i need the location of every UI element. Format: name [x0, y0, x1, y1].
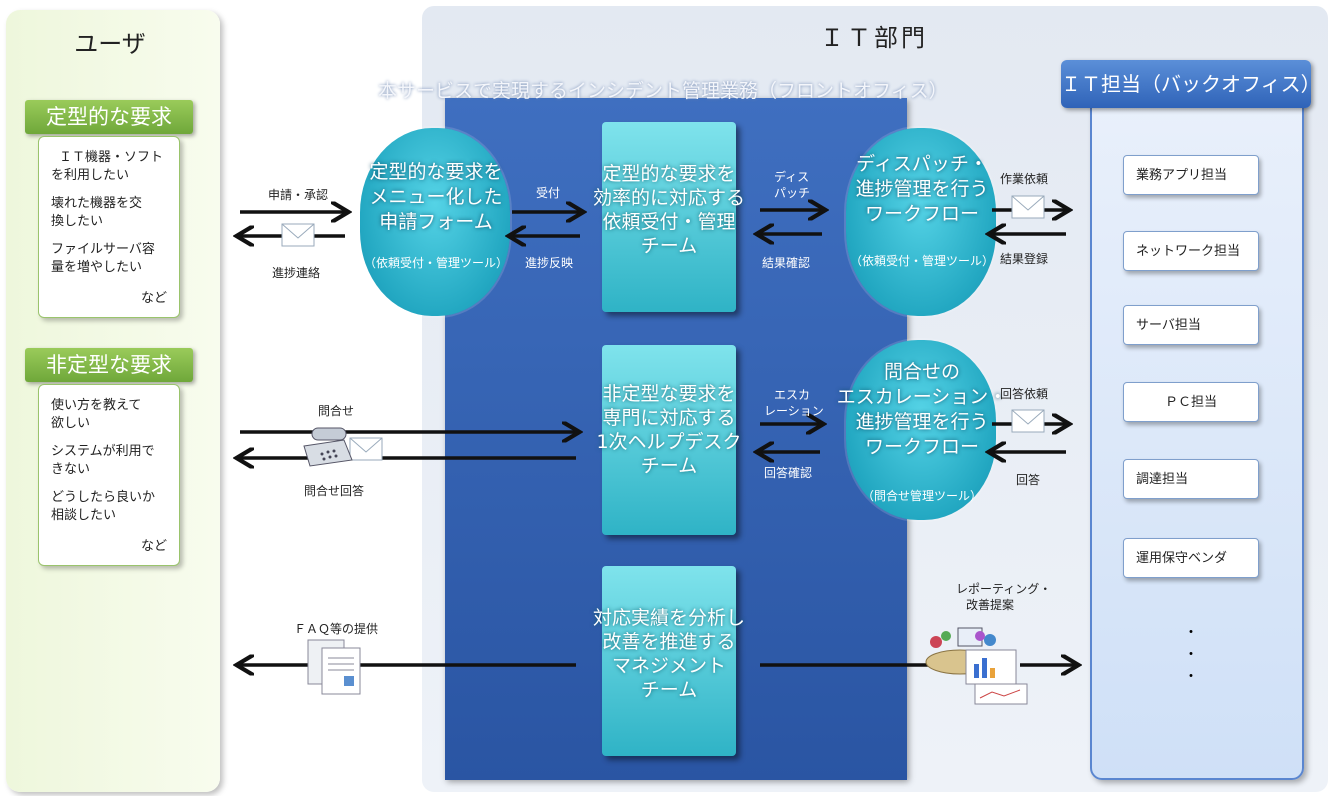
meeting-report-icon — [925, 627, 1028, 705]
label-reporting-1: レポーティング・ — [956, 582, 1052, 596]
label-faq: ＦＡＱ等の提供 — [294, 622, 379, 636]
dispatch-cloud — [846, 128, 996, 316]
dispatch-cloud-text: ディスパッチ・ 進捗管理を行う ワークフロー — [824, 152, 1020, 227]
helpdesk-team-line-4: チーム — [640, 455, 698, 477]
routine-item-3b: 量を増やしたい — [51, 260, 143, 275]
envelope-icon-2 — [1011, 195, 1045, 219]
routine-item-2a: 壊れた機器を交 — [51, 196, 143, 211]
label-escalation-1: エスカ — [774, 388, 811, 402]
label-dispatch-2: パッチ — [774, 186, 811, 200]
request-team-line-1: 定型的な要求を — [602, 163, 736, 185]
label-progress-contact: 進捗連絡 — [272, 266, 321, 280]
envelope-icon-3 — [1011, 409, 1045, 433]
management-team-line-1: 対応実績を分析し — [592, 607, 745, 629]
it-department-title: ＩＴ部門 — [820, 24, 928, 52]
back-item-network: ネットワーク担当 — [1123, 231, 1259, 271]
dispatch-cloud-line-1: ディスパッチ・ — [856, 153, 988, 175]
nonroutine-request-header: 非定型な要求 — [25, 348, 193, 382]
back-office-title: ＩＴ担当（バックオフィス） — [1061, 60, 1321, 108]
label-dispatch-1: ディス — [774, 170, 810, 184]
back-dots-2: ・ — [1184, 647, 1198, 663]
back-office-panel — [1090, 90, 1304, 780]
label-apply: 申請・承認 — [268, 188, 329, 202]
management-team-line-2: 改善を推進する — [602, 631, 736, 653]
label-accept: 受付 — [536, 186, 561, 200]
back-dots-1: ・ — [1184, 625, 1198, 641]
request-team-line-2: 効率的に対応する — [592, 187, 745, 209]
dispatch-cloud-line-3: ワークフロー — [864, 203, 979, 225]
form-cloud-sub: （依頼受付・管理ツール） — [363, 256, 508, 270]
escalation-cloud-line-3: 進捗管理を行う — [855, 411, 989, 433]
escalation-cloud-text: 問合せの エスカレーション・ 進捗管理を行う ワークフロー — [812, 360, 1032, 460]
label-reporting-2: 改善提案 — [966, 598, 1015, 612]
envelope-icon-1 — [281, 223, 315, 247]
escalation-cloud-sub: （問合せ管理ツール） — [861, 489, 982, 503]
management-team-box — [602, 566, 736, 756]
nonroutine-request-box: 使い方を教えて 欲しい システムが利用で きない どうしたら良いか 相談したい … — [38, 384, 180, 566]
nonroutine-item-2b: きない — [51, 462, 91, 477]
label-result-register: 結果登録 — [1000, 252, 1049, 266]
nonroutine-item-3a: どうしたら良いか — [51, 490, 156, 505]
escalation-cloud — [846, 340, 996, 520]
management-team-line-3: マネジメント — [611, 655, 726, 677]
request-team-line-3: 依頼受付・管理 — [602, 211, 736, 233]
user-title: ユーザ — [74, 30, 146, 58]
label-inquiry: 問合せ — [318, 404, 355, 418]
nonroutine-item-1b: 欲しい — [51, 416, 91, 431]
nonroutine-item-3b: 相談したい — [51, 508, 117, 523]
form-cloud-line-1: 定型的な要求を — [369, 161, 503, 183]
nonroutine-etc: など — [140, 539, 167, 554]
management-team-label: 対応実績を分析し 改善を推進する マネジメント チーム — [576, 606, 762, 702]
label-answer: 回答 — [1016, 473, 1041, 487]
nonroutine-item-2a: システムが利用で — [51, 444, 155, 459]
routine-item-1b: を利用したい — [51, 168, 130, 183]
escalation-cloud-line-1: 問合せの — [883, 361, 960, 383]
escalation-cloud-line-2: エスカレーション・ — [836, 386, 1008, 408]
escalation-cloud-line-4: ワークフロー — [864, 436, 979, 458]
label-escalation-2: レーション — [764, 404, 824, 418]
form-cloud — [360, 128, 510, 316]
form-cloud-text: 定型的な要求を メニュー化した 申請フォーム — [338, 160, 534, 235]
label-answer-request: 回答依頼 — [1000, 387, 1049, 401]
back-item-pc: ＰＣ担当 — [1123, 382, 1259, 422]
helpdesk-team-line-3: 1次ヘルプデスク — [596, 431, 742, 453]
routine-item-3a: ファイルサーバ容 — [51, 242, 155, 257]
faq-document-icon — [307, 639, 361, 695]
routine-etc: など — [140, 291, 167, 306]
helpdesk-team-box — [602, 345, 736, 535]
back-item-vendor: 運用保守ベンダ — [1123, 538, 1259, 578]
dispatch-cloud-sub: （依頼受付・管理ツール） — [849, 254, 994, 268]
helpdesk-team-line-2: 専門に対応する — [602, 407, 736, 429]
telephone-icon — [303, 427, 353, 467]
routine-item-1a: ＩＴ機器・ソフト — [59, 150, 164, 165]
management-team-line-4: チーム — [640, 679, 698, 701]
back-item-procurement: 調達担当 — [1123, 459, 1259, 499]
back-dots-3: ・ — [1184, 669, 1198, 685]
request-team-line-4: チーム — [640, 235, 698, 257]
helpdesk-team-line-1: 非定型な要求を — [602, 383, 736, 405]
helpdesk-team-label: 非定型な要求を 専門に対応する 1次ヘルプデスク チーム — [576, 382, 762, 478]
routine-item-2b: 換したい — [51, 214, 104, 229]
label-result-confirm: 結果確認 — [762, 256, 811, 270]
routine-request-box: ＩＴ機器・ソフト を利用したい 壊れた機器を交 換したい ファイルサーバ容 量を… — [38, 136, 180, 318]
routine-request-header: 定型的な要求 — [25, 100, 193, 134]
label-inquiry-answer: 問合せ回答 — [304, 484, 365, 498]
form-cloud-line-3: 申請フォーム — [379, 211, 493, 233]
front-office-title: 本サービスで実現するインシデント管理業務（フロントオフィス） — [378, 80, 948, 102]
request-team-label: 定型的な要求を 効率的に対応する 依頼受付・管理 チーム — [576, 162, 762, 258]
dispatch-cloud-line-2: 進捗管理を行う — [855, 178, 989, 200]
label-work-request: 作業依頼 — [1000, 172, 1049, 186]
label-answer-confirm: 回答確認 — [764, 466, 813, 480]
nonroutine-item-1a: 使い方を教えて — [51, 398, 142, 413]
back-item-business-app: 業務アプリ担当 — [1123, 155, 1259, 195]
envelope-icon-4 — [349, 437, 383, 461]
label-progress-reflect: 進捗反映 — [525, 256, 574, 270]
back-item-server: サーバ担当 — [1123, 305, 1259, 345]
request-team-box — [602, 122, 736, 312]
form-cloud-line-2: メニュー化した — [369, 186, 503, 208]
